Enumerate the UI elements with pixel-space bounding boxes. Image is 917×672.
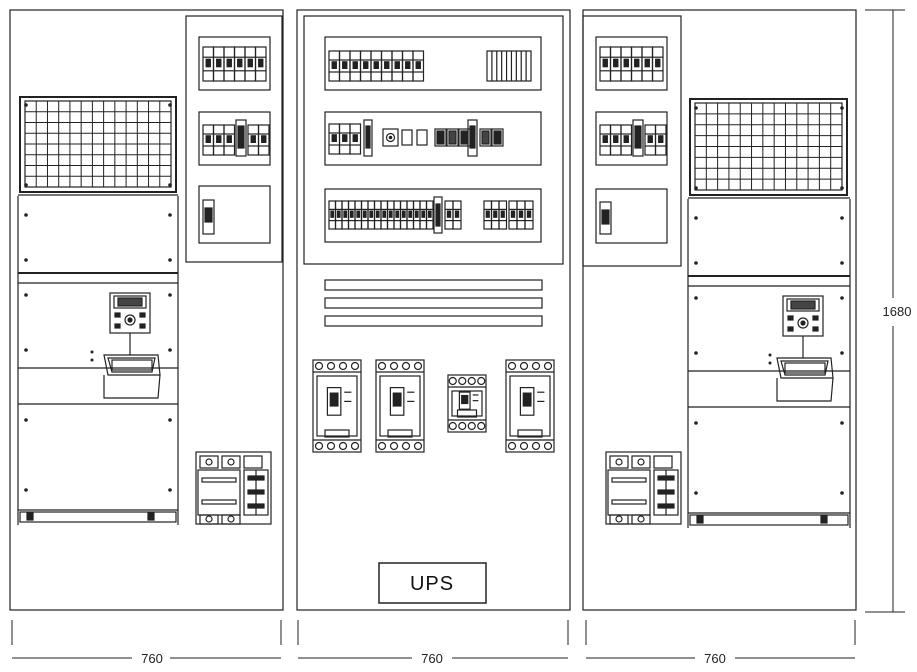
mccb-unit [312,359,362,453]
ventilation-grille-left [19,96,177,193]
terminal-block [486,50,532,82]
breaker-group-right [595,36,668,91]
breaker-module [223,124,236,156]
height-label: 1680 [883,304,912,319]
breaker-module [425,200,434,230]
breaker-row-top [324,36,542,91]
single-breaker-enclosure-right [595,188,668,244]
ups-box: UPS [378,562,487,604]
socket-outlet [382,128,399,147]
breaker-module [654,124,667,156]
breaker-group-switch-left [198,111,271,166]
cabinet-center-outline [296,9,571,611]
distribution-panel-right [582,15,682,267]
single-breaker-enclosure-left [198,185,271,244]
contactor-left [195,451,272,525]
contactor-right [605,451,682,525]
breaker-module [349,123,362,155]
busbars [324,279,543,327]
cabinet-right-outline [582,9,857,611]
cabinet-center: UPS [296,9,571,611]
moulded-case-breakers [312,359,555,453]
breaker-module [452,200,462,230]
breaker-module [257,124,270,156]
width-label-left: 760 [141,651,163,666]
cabinet-right [582,9,857,611]
width-label-right: 760 [704,651,726,666]
breaker-module [254,46,267,82]
center-upper-panel [303,15,564,265]
width-label-center: 760 [421,651,443,666]
breaker-module [412,50,425,82]
variable-speed-drive-right [776,295,834,402]
cabinet-left-outline [9,9,284,611]
ups-label: UPS [410,573,454,595]
mccb-unit [505,359,555,453]
breaker-module [524,200,534,230]
breaker-group-switch-right [595,111,668,166]
cabinet-left [9,9,284,611]
ventilation-grille-right [689,98,848,196]
mccb-unit [447,374,487,433]
variable-speed-drive-left [103,292,161,399]
breaker-module [498,200,508,230]
dimension-lines [11,9,905,659]
breaker-module [620,124,633,156]
breaker-row-middle [324,111,542,166]
breaker-module [651,46,664,82]
mccb-unit [375,359,425,453]
distribution-panel-left [185,15,283,263]
breaker-row-bottom [324,188,542,243]
breaker-group-left [198,36,271,91]
